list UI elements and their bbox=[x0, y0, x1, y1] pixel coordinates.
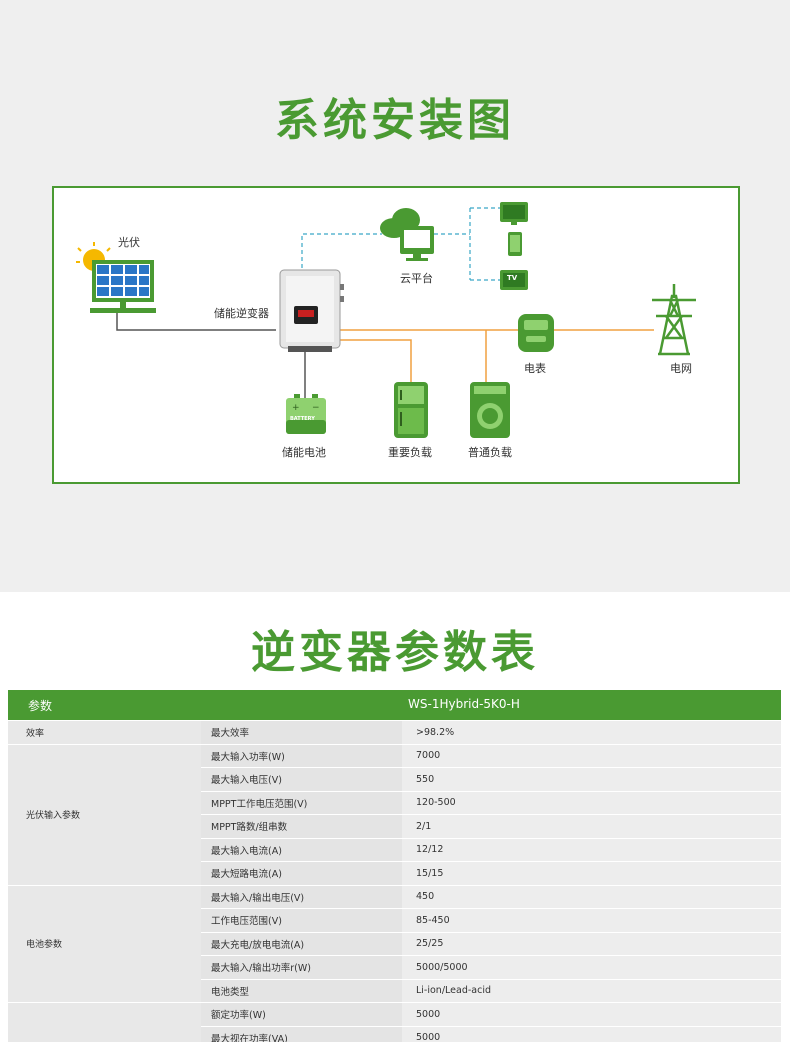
table-row: 额定功率(W)5000 bbox=[201, 1003, 781, 1027]
cloud-label: 云平台 bbox=[400, 272, 433, 285]
param-name: 最大输入/输出功率r(W) bbox=[201, 956, 402, 979]
cloud-platform-icon bbox=[380, 208, 434, 261]
table-row: 最大短路电流(A)15/15 bbox=[201, 862, 781, 886]
washing-machine-icon bbox=[470, 382, 510, 438]
table-row: 最大充电/放电电流(A)25/25 bbox=[201, 932, 781, 956]
table-row: MPPT工作电压范围(V)120-500 bbox=[201, 791, 781, 815]
system-diagram: + − bbox=[52, 186, 740, 484]
tv-icon bbox=[500, 270, 528, 290]
table-row: 最大效率 >98.2% bbox=[201, 721, 781, 745]
install-title: 系统安装图 bbox=[275, 95, 515, 146]
table-row: 最大输入电流(A)12/12 bbox=[201, 838, 781, 862]
param-value: 5000 bbox=[402, 1003, 781, 1026]
tv-label: TV bbox=[507, 274, 518, 282]
param-value: >98.2% bbox=[402, 721, 781, 744]
grid-tower-icon bbox=[652, 284, 696, 356]
header-model: WS-1Hybrid-5K0-H bbox=[408, 697, 520, 711]
param-name: 最大输入电压(V) bbox=[201, 768, 402, 791]
battery-text: BATTERY bbox=[290, 416, 315, 422]
diagram-wires bbox=[116, 207, 654, 398]
param-value: 450 bbox=[402, 885, 781, 908]
install-section: 系统安装图 bbox=[0, 0, 790, 592]
param-value: 25/25 bbox=[402, 932, 781, 955]
param-value: 5000/5000 bbox=[402, 956, 781, 979]
table-header: 参数 WS-1Hybrid-5K0-H bbox=[8, 690, 781, 720]
param-value: 550 bbox=[402, 768, 781, 791]
param-name: 最大视在功率(VA) bbox=[201, 1026, 402, 1042]
param-name: 电池类型 bbox=[201, 979, 402, 1002]
normal-load-label: 普通负载 bbox=[468, 446, 512, 459]
param-name: 工作电压范围(V) bbox=[201, 909, 402, 932]
inverter-label: 储能逆变器 bbox=[214, 307, 269, 320]
meter-label: 电表 bbox=[524, 362, 546, 375]
group-output bbox=[8, 1003, 201, 1042]
param-value: 7000 bbox=[402, 744, 781, 767]
svg-text:−: − bbox=[312, 403, 320, 413]
param-value: 120-500 bbox=[402, 791, 781, 814]
grid-label: 电网 bbox=[670, 362, 692, 375]
table-row: 工作电压范围(V)85-450 bbox=[201, 909, 781, 933]
group-efficiency: 效率 bbox=[8, 721, 201, 745]
inverter-icon bbox=[279, 269, 344, 352]
param-name: MPPT路数/组串数 bbox=[201, 815, 402, 838]
phone-icon bbox=[508, 232, 522, 256]
svg-text:+: + bbox=[292, 403, 300, 413]
param-name: 额定功率(W) bbox=[201, 1003, 402, 1026]
param-value: 5000 bbox=[402, 1026, 781, 1042]
param-value: 2/1 bbox=[402, 815, 781, 838]
table-row: 最大视在功率(VA)5000 bbox=[201, 1026, 781, 1042]
meter-icon bbox=[518, 314, 554, 352]
group-pv-input: 光伏输入参数 bbox=[8, 744, 201, 886]
params-title: 逆变器参数表 bbox=[251, 627, 539, 678]
fridge-icon bbox=[394, 382, 428, 438]
param-value: 12/12 bbox=[402, 838, 781, 861]
param-name: 最大充电/放电电流(A) bbox=[201, 932, 402, 955]
table-row: 最大输入功率(W)7000 bbox=[201, 744, 781, 768]
group-battery: 电池参数 bbox=[8, 885, 201, 1003]
header-param: 参数 bbox=[28, 699, 53, 713]
param-value: 85-450 bbox=[402, 909, 781, 932]
monitor-icon bbox=[500, 202, 528, 225]
param-name: 最大效率 bbox=[201, 721, 402, 744]
battery-label: 储能电池 bbox=[282, 446, 326, 459]
solar-panel-icon bbox=[76, 242, 156, 313]
table-row: 最大输入/输出电压(V)450 bbox=[201, 885, 781, 909]
param-value: Li-ion/Lead-acid bbox=[402, 979, 781, 1002]
pv-label: 光伏 bbox=[118, 236, 140, 249]
param-value: 15/15 bbox=[402, 862, 781, 885]
important-load-label: 重要负载 bbox=[388, 446, 432, 459]
param-name: 最大输入/输出电压(V) bbox=[201, 885, 402, 908]
diagram-canvas: + − bbox=[76, 202, 696, 438]
battery-icon: + − bbox=[286, 394, 326, 434]
table-row: 最大输入电压(V)550 bbox=[201, 768, 781, 792]
params-section: 逆变器参数表 参数 WS-1Hybrid-5K0-H 效率 最大效率 >98.2… bbox=[0, 592, 790, 1042]
param-name: 最大输入电流(A) bbox=[201, 838, 402, 861]
table-row: 最大输入/输出功率r(W)5000/5000 bbox=[201, 956, 781, 980]
param-name: 最大短路电流(A) bbox=[201, 862, 402, 885]
param-name: 最大输入功率(W) bbox=[201, 744, 402, 767]
param-name: MPPT工作电压范围(V) bbox=[201, 791, 402, 814]
